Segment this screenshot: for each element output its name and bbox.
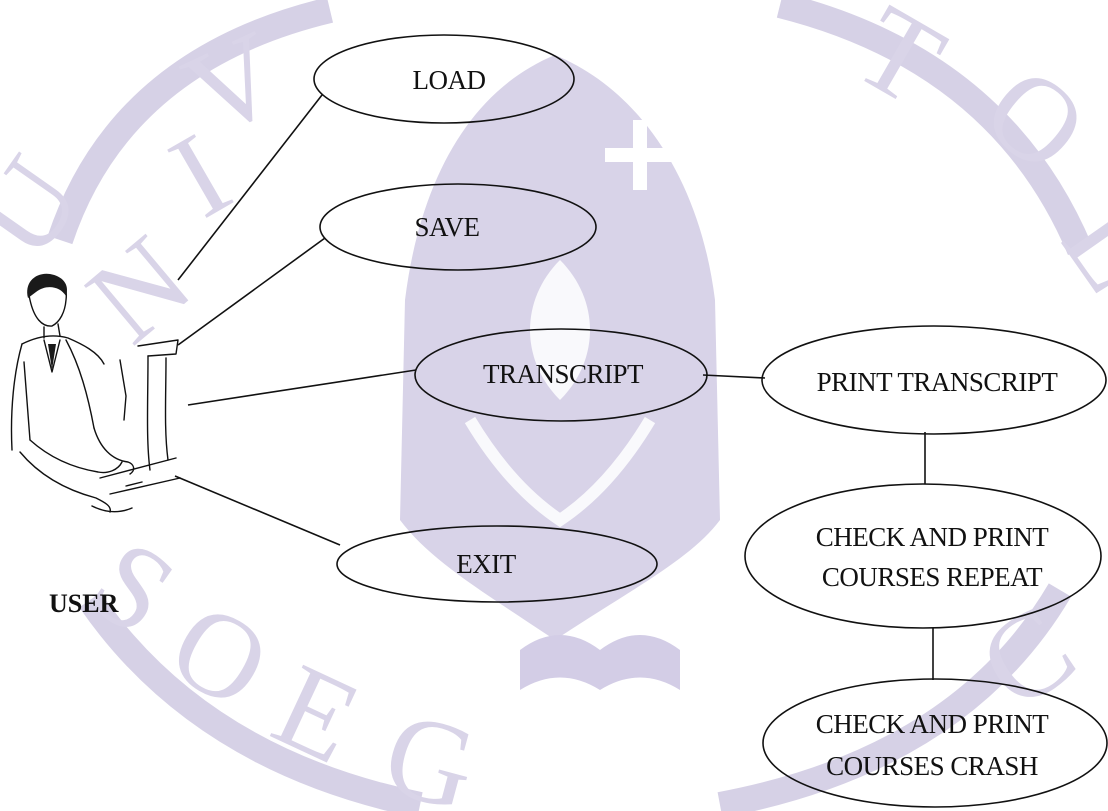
use-case-save-label: SAVE bbox=[414, 212, 479, 242]
use-case-check-repeat[interactable]: CHECK AND PRINT COURSES REPEAT bbox=[744, 483, 1102, 629]
use-case-print-transcript-label: PRINT TRANSCRIPT bbox=[817, 367, 1059, 397]
svg-text:G: G bbox=[371, 685, 489, 811]
association-lines bbox=[174, 94, 934, 680]
use-case-load[interactable]: LOAD bbox=[313, 34, 575, 124]
link-user-exit bbox=[174, 475, 341, 546]
use-case-print-transcript[interactable]: PRINT TRANSCRIPT bbox=[761, 325, 1107, 435]
link-user-save bbox=[177, 237, 326, 346]
use-case-check-crash-line2: COURSES CRASH bbox=[826, 751, 1038, 781]
use-case-save[interactable]: SAVE bbox=[319, 183, 597, 271]
use-case-load-label: LOAD bbox=[413, 65, 486, 95]
svg-text:O: O bbox=[149, 576, 291, 735]
user-at-computer-icon bbox=[10, 273, 181, 513]
use-case-check-repeat-line2: COURSES REPEAT bbox=[822, 562, 1043, 592]
use-case-check-repeat-line1: CHECK AND PRINT bbox=[816, 522, 1050, 552]
link-transcript-print bbox=[702, 374, 766, 379]
use-case-exit[interactable]: EXIT bbox=[336, 525, 658, 603]
use-case-check-crash-line1: CHECK AND PRINT bbox=[816, 709, 1050, 739]
actor-label: USER bbox=[49, 589, 119, 618]
link-user-load bbox=[177, 94, 323, 281]
use-case-check-crash[interactable]: CHECK AND PRINT COURSES CRASH bbox=[762, 678, 1108, 808]
svg-text:E: E bbox=[256, 638, 379, 790]
use-case-transcript-label: TRANSCRIPT bbox=[483, 359, 644, 389]
use-case-transcript[interactable]: TRANSCRIPT bbox=[414, 328, 708, 422]
svg-text:O: O bbox=[960, 40, 1108, 198]
link-user-transcript bbox=[187, 369, 417, 406]
use-case-exit-label: EXIT bbox=[456, 549, 516, 579]
